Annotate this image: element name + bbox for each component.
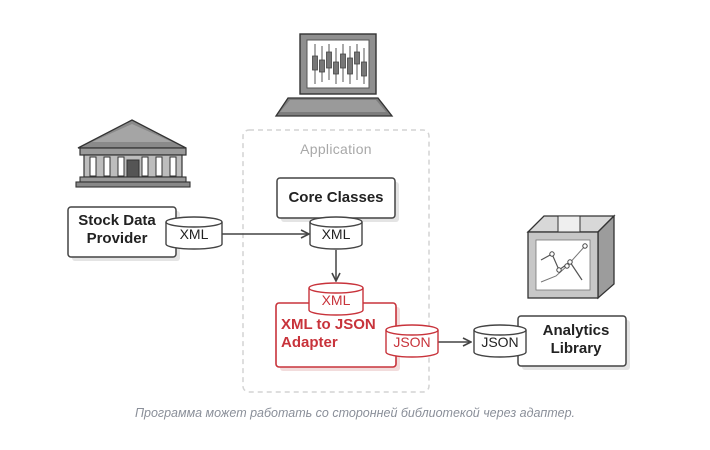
- xml-cylinder-core: [309, 216, 363, 250]
- figure-caption: Программа может работать со сторонней би…: [134, 406, 576, 420]
- json-cylinder-adapter-label: JSON: [393, 334, 431, 350]
- adapter-label: XML to JSON Adapter: [281, 316, 391, 352]
- laptop-icon: [274, 33, 394, 117]
- adapter-box: [275, 302, 400, 371]
- stock-data-provider-box: [67, 206, 180, 261]
- xml-cylinder-stock: [165, 216, 223, 250]
- stock-data-provider-line2: Provider: [86, 230, 148, 247]
- application-label: Application: [300, 141, 372, 157]
- application-container: [242, 129, 430, 393]
- analytics-library-line2: Library: [550, 340, 602, 357]
- core-classes-box: [276, 177, 399, 222]
- json-cylinder-adapter: [385, 324, 439, 358]
- json-cylinder-analytics: [473, 324, 527, 358]
- core-classes-label: Core Classes: [288, 189, 384, 206]
- xml-cylinder-adapter: [308, 282, 364, 316]
- xml-cylinder-core-label: XML: [321, 226, 351, 242]
- analytics-library-line1: Analytics: [542, 322, 610, 339]
- bank-building-icon: [75, 119, 191, 188]
- xml-cylinder-stock-label: XML: [179, 226, 209, 242]
- analytics-library-box: [517, 315, 630, 370]
- stock-data-provider-line1: Stock Data: [78, 212, 156, 229]
- analytics-library-label: Analytics Library: [526, 322, 626, 358]
- analytics-box-icon: [526, 214, 616, 300]
- adapter-label-line1: XML to JSON: [281, 316, 376, 333]
- json-cylinder-analytics-label: JSON: [481, 334, 519, 350]
- stock-data-provider-label: Stock Data Provider: [68, 212, 166, 248]
- xml-cylinder-adapter-label: XML: [321, 292, 351, 308]
- adapter-label-line2: Adapter: [281, 334, 338, 351]
